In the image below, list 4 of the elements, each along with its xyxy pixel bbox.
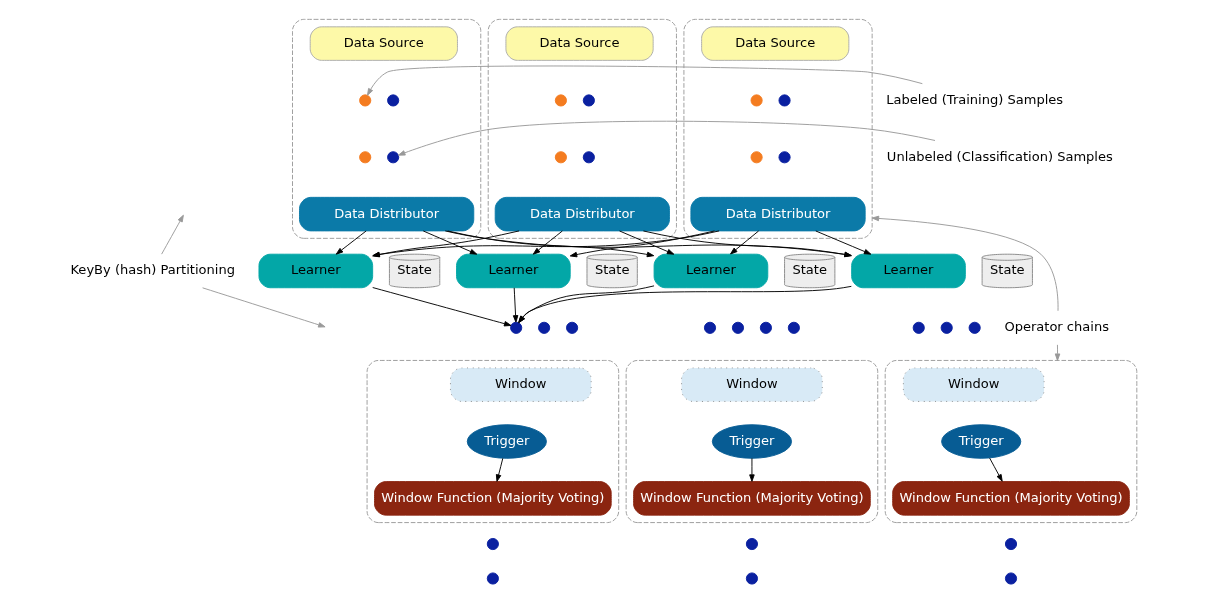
node-text: Operator chains [1004,319,1109,335]
node-text: Labeled (Training) Samples [886,91,1064,107]
node-text: KeyBy (hash) Partitioning [70,262,235,278]
node-text: Unlabeled (Classification) Samples [886,148,1113,164]
